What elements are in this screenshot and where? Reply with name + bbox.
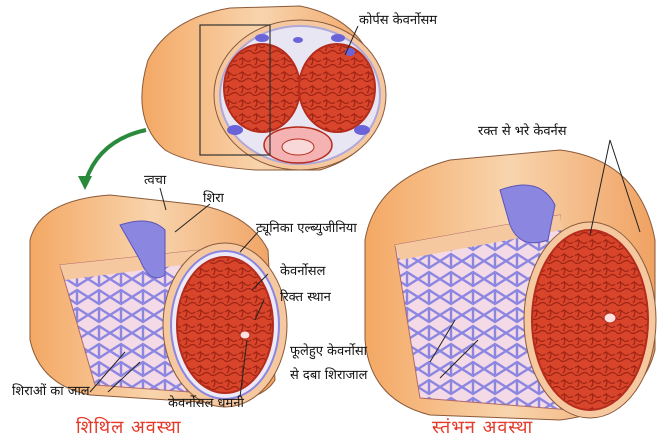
label-blood-filled-caverns: रक्त से भरे केवर्नस — [478, 124, 567, 140]
transition-arrow — [78, 130, 146, 190]
label-vein: शिरा — [203, 191, 224, 207]
label-corpus-cavernosum: कोर्पस केवर्नोसम — [359, 13, 437, 29]
top-cross-section — [142, 6, 386, 170]
label-compressed-venous-1: फूलेहुए केवर्नोसा — [290, 344, 367, 360]
label-skin: त्वचा — [144, 173, 166, 189]
caption-erect-state: स्तंभन अवस्था — [432, 415, 533, 439]
label-venous-network: शिराओं का जाल — [12, 384, 90, 400]
label-tunica-albuginea: ट्यूनिका एल्ब्युजीनिया — [256, 221, 357, 237]
erect-section — [365, 150, 656, 420]
label-compressed-venous-2: से दबा शिराजाल — [290, 368, 367, 384]
label-cavernous-artery: केवर्नोसल धमनी — [168, 396, 244, 412]
flaccid-section — [30, 195, 287, 407]
label-cavernous-space-1: केवर्नोसल — [280, 264, 325, 280]
caption-flaccid-state: शिथिल अवस्था — [76, 415, 182, 439]
label-cavernous-space-2: रिक्त स्थान — [280, 290, 331, 306]
